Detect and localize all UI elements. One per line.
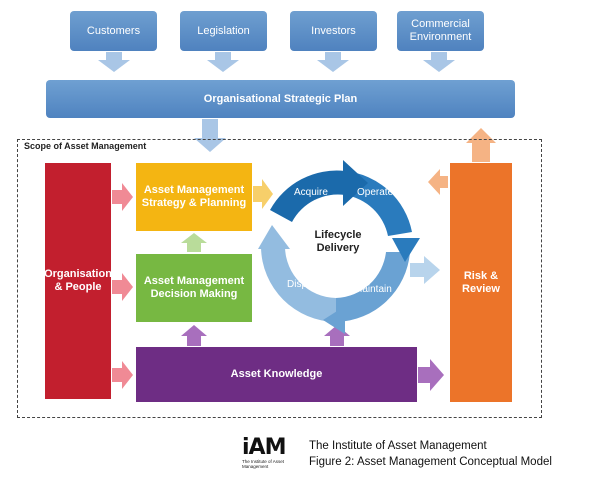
- decision-label-line2: Decision Making: [150, 288, 238, 300]
- risk-to-plan-arrow: [466, 128, 496, 162]
- commercial-label: Commercial: [411, 18, 470, 30]
- footer-org-name: The Institute of Asset Management: [309, 440, 487, 452]
- lifecycle-arc-dispose: [261, 247, 336, 322]
- environment-label: Environment: [409, 31, 472, 43]
- strategy-label-line1: Asset Management: [143, 184, 245, 196]
- iam-logo: iAM The Institute of Asset Management: [242, 437, 300, 473]
- org-to-decision-arrow: [112, 273, 133, 301]
- lifecycle-head-dispose: [258, 225, 290, 249]
- lifecycle-to-risk-arrow: [410, 256, 440, 284]
- down-arrow-commercial: [423, 52, 455, 72]
- decision-to-strategy-arrow: [181, 233, 207, 252]
- knowledge-to-risk-arrow: [418, 359, 444, 391]
- down-arrow-investors: [317, 52, 349, 72]
- down-arrow-legislation: [207, 52, 239, 72]
- stage-dispose-label: Dispose: [287, 279, 324, 290]
- lifecycle-head-operate: [392, 238, 420, 262]
- decision-making-box: Asset Management Decision Making: [136, 254, 252, 322]
- investors-box: Investors: [290, 11, 377, 51]
- risk-label-line2: Review: [462, 282, 500, 295]
- lifecycle-arc-acquire: [270, 170, 345, 222]
- strategic-plan-bar: Organisational Strategic Plan: [46, 80, 515, 118]
- investors-label: Investors: [311, 24, 356, 37]
- lifecycle-head-acquire: [343, 160, 368, 206]
- down-arrow-plan: [194, 119, 226, 152]
- iam-logo-text: iAM: [242, 435, 286, 460]
- down-arrow-customers: [98, 52, 130, 72]
- strategy-label-line2: Strategy & Planning: [141, 197, 247, 209]
- customers-box: Customers: [70, 11, 157, 51]
- knowledge-to-lifecycle-arrow: [324, 325, 350, 346]
- risk-review-box: Risk & Review: [450, 163, 512, 402]
- legislation-box: Legislation: [180, 11, 267, 51]
- risk-label-line1: Risk &: [463, 269, 499, 282]
- lifecycle-center-label: Lifecycle Delivery: [306, 229, 370, 255]
- strategy-to-lifecycle-arrow: [253, 179, 273, 209]
- lifecycle-center-line1: Lifecycle: [314, 229, 362, 241]
- lifecycle-center-line2: Delivery: [316, 242, 360, 254]
- decision-label-line1: Asset Management: [143, 275, 245, 287]
- stage-operate-label: Operate: [357, 187, 394, 198]
- lifecycle-ring: [258, 160, 420, 334]
- knowledge-to-decision-arrow: [181, 325, 207, 346]
- stage-maintain-label: Maintain: [354, 284, 392, 295]
- org-to-knowledge-arrow: [112, 361, 133, 389]
- organisation-people-box: Organisation & People: [44, 163, 112, 399]
- lifecycle-arc-maintain: [336, 252, 410, 322]
- figure-caption: Figure 2: Asset Management Conceptual Mo…: [309, 456, 552, 468]
- legislation-label: Legislation: [197, 24, 250, 37]
- scope-label: Scope of Asset Management: [24, 141, 147, 151]
- org-to-strategy-arrow: [112, 183, 133, 211]
- commercial-environment-box: Commercial Environment: [397, 11, 484, 51]
- org-label-line2: & People: [54, 281, 102, 293]
- asset-knowledge-label: Asset Knowledge: [230, 368, 323, 380]
- customers-label: Customers: [86, 24, 141, 37]
- strategy-planning-box: Asset Management Strategy & Planning: [136, 163, 252, 231]
- risk-feedback-arrow: [428, 169, 448, 195]
- lifecycle-head-maintain: [323, 306, 345, 334]
- iam-logo-subtitle: The Institute of Asset Management: [242, 459, 285, 469]
- org-label-line1: Organisation: [44, 268, 112, 280]
- stage-acquire-label: Acquire: [294, 187, 328, 198]
- strategic-plan-label: Organisational Strategic Plan: [203, 92, 358, 105]
- scope-boundary: [17, 139, 542, 418]
- asset-knowledge-box: Asset Knowledge: [136, 347, 417, 402]
